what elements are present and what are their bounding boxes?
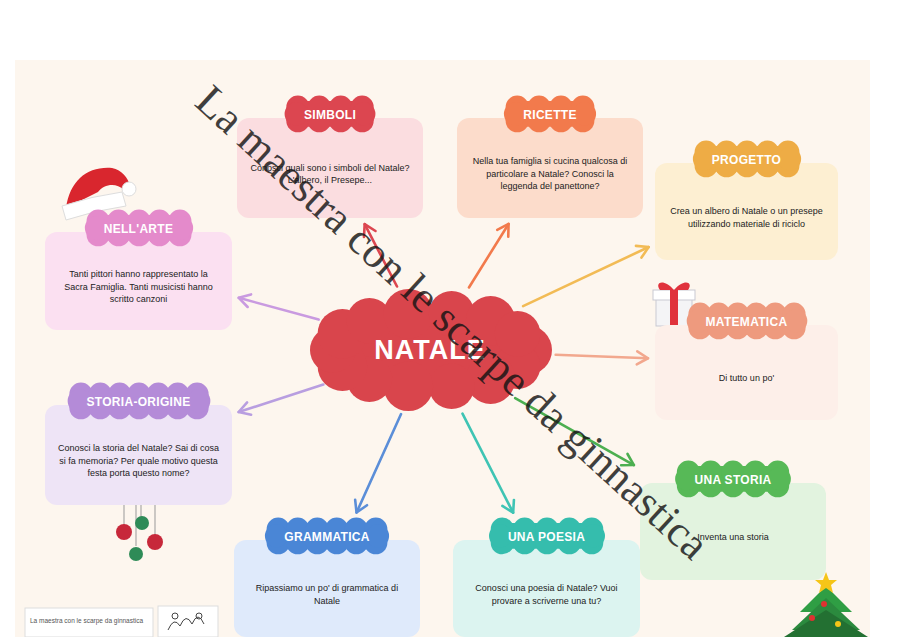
heading-badge: UNA STORIA <box>676 462 789 496</box>
arrow-line <box>523 247 649 306</box>
arrow-connector <box>462 414 513 513</box>
arrow-head <box>502 500 514 513</box>
topic-card: STORIA-ORIGINEConosci la storia del Nata… <box>45 405 232 505</box>
arrow-line <box>357 414 401 512</box>
christmas-tree <box>784 572 868 637</box>
arrow-head <box>239 294 251 307</box>
arrow-connector <box>469 224 509 288</box>
arrow-head <box>239 402 251 414</box>
heading-text: RICETTE <box>523 108 576 122</box>
heading-badge: UNA POESIA <box>490 519 603 553</box>
heading-text: SIMBOLI <box>304 108 356 122</box>
arrow-head <box>636 246 649 258</box>
heading-text: UNA STORIA <box>694 473 771 487</box>
body-text: Tanti pittori hanno rappresentato la Sac… <box>45 246 232 315</box>
body-text: Conosci una poesia di Natale? Vuoi prova… <box>453 560 640 617</box>
body-text: Conosci la storia del Natale? Sai di cos… <box>45 420 232 489</box>
arrow-head <box>355 500 367 513</box>
arrow-line <box>239 385 324 412</box>
arrow-line <box>365 224 397 286</box>
topic-card: UNA POESIAConosci una poesia di Natale? … <box>453 540 640 637</box>
topic-card: PROGETTOCrea un albero di Natale o un pr… <box>655 163 838 260</box>
topic-card: NELL'ARTETanti pittori hanno rappresenta… <box>45 232 232 330</box>
footer-credit: La maestra con le scarpe da ginnastica <box>30 617 143 624</box>
arrow-connector <box>239 294 319 319</box>
topic-card: RICETTENella tua famiglia si cucina qual… <box>457 118 643 218</box>
topic-card: UNA STORIAInventa una storia <box>640 483 826 580</box>
topic-card: SIMBOLIConosci quali sono i simboli del … <box>237 118 423 218</box>
ornaments <box>116 505 163 561</box>
arrow-head <box>621 454 634 465</box>
heading-badge: STORIA-ORIGINE <box>69 384 209 418</box>
arrow-connector <box>556 351 648 364</box>
heading-text: PROGETTO <box>712 153 782 167</box>
heading-badge: PROGETTO <box>694 142 800 176</box>
body-text: Crea un albero di Natale o un presepe ut… <box>655 183 838 240</box>
arrow-line <box>239 298 319 320</box>
heading-text: GRAMMATICA <box>284 530 369 544</box>
heading-badge: MATEMATICA <box>688 304 806 338</box>
footer-card <box>25 608 153 637</box>
body-text: Inventa una storia <box>640 509 826 553</box>
central-title: NATALE <box>374 335 485 366</box>
arrow-head <box>364 224 376 237</box>
heading-badge: RICETTE <box>505 97 594 131</box>
arrow-line <box>469 224 509 288</box>
arrow-connector <box>515 398 634 465</box>
heading-text: STORIA-ORIGINE <box>87 395 191 409</box>
central-cloud: NATALE <box>308 288 552 412</box>
arrow-connector <box>364 224 397 286</box>
heading-text: UNA POESIA <box>508 530 585 544</box>
heading-badge: SIMBOLI <box>286 97 374 131</box>
heading-badge: NELL'ARTE <box>86 211 192 245</box>
arrow-head <box>497 224 508 237</box>
body-text: Ripassiamo un po' di grammatica di Natal… <box>234 560 420 617</box>
heading-text: NELL'ARTE <box>104 222 174 236</box>
arrow-line <box>462 414 513 513</box>
body-text: Conosci quali sono i simboli del Natale?… <box>237 140 423 197</box>
arrow-line <box>556 355 648 358</box>
topic-card: MATEMATICADi tutto un po' <box>655 325 838 420</box>
arrow-line <box>515 398 634 465</box>
heading-text: MATEMATICA <box>706 315 788 329</box>
arrow-connector <box>523 246 649 306</box>
heading-badge: GRAMMATICA <box>266 519 387 553</box>
arrow-head <box>637 351 648 364</box>
background-panel <box>15 60 870 637</box>
arrow-connector <box>239 385 324 415</box>
doodle-card <box>158 606 218 637</box>
arrow-connector <box>355 414 401 512</box>
body-text: Di tutto un po' <box>655 350 838 394</box>
body-text: Nella tua famiglia si cucina qualcosa di… <box>457 133 643 202</box>
topic-card: GRAMMATICARipassiamo un po' di grammatic… <box>234 540 420 637</box>
